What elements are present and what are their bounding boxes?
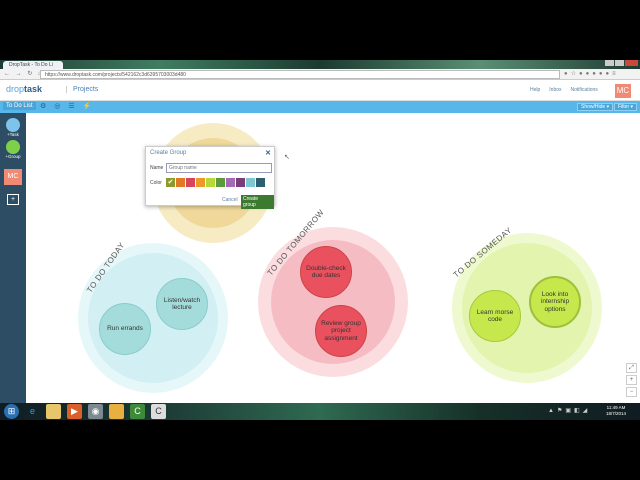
add-task-label: +Task — [7, 132, 19, 137]
color-swatch[interactable] — [226, 178, 235, 187]
color-swatch[interactable] — [246, 178, 255, 187]
close-icon[interactable]: ✕ — [265, 150, 271, 157]
color-swatch[interactable] — [256, 178, 265, 187]
sidebar-avatar[interactable]: MC — [4, 169, 22, 185]
explorer-icon[interactable] — [46, 404, 61, 419]
canvas: TO DO TODAY Listen/watch lecture Run err… — [26, 113, 640, 403]
taskbar-apps: ⊞ e ▶ ◉ C C — [4, 404, 166, 419]
add-user-icon[interactable]: + — [7, 194, 19, 205]
url-input[interactable]: https://www.droptask.com/projects/542162… — [40, 70, 560, 79]
add-group-label: +Group — [5, 154, 21, 159]
notifications-link[interactable]: Notifications — [570, 87, 598, 93]
browser-tab-bar — [0, 60, 640, 69]
camtasia-icon[interactable]: C — [130, 404, 145, 419]
system-tray[interactable]: ▲⚑▣◧◢ — [548, 408, 591, 414]
list-view-icon[interactable]: ☰ — [68, 103, 75, 110]
zoom-in-icon[interactable]: + — [626, 375, 637, 385]
show-hide-button[interactable]: Show/Hide ▾ — [577, 103, 614, 111]
nav-icons[interactable]: ← → ↻ ⌂ — [4, 71, 44, 77]
chrome-icon[interactable]: ◉ — [88, 404, 103, 419]
project-toolbar — [0, 101, 640, 113]
minimize-button[interactable] — [605, 60, 614, 66]
activity-icon[interactable]: ⚡ — [82, 103, 92, 110]
color-swatch[interactable] — [186, 178, 195, 187]
color-swatches: ✔ — [166, 178, 265, 187]
header-links: Help Inbox Notifications — [530, 87, 598, 93]
dialog-title: Create Group — [150, 150, 187, 156]
task-bubble[interactable]: Run errands — [99, 303, 151, 355]
media-player-icon[interactable]: ▶ — [67, 404, 82, 419]
user-avatar[interactable]: MC — [615, 84, 631, 98]
camtasia-recorder-icon[interactable]: C — [151, 404, 166, 419]
cancel-button[interactable]: Cancel — [222, 197, 238, 203]
app-icon[interactable] — [109, 404, 124, 419]
add-group-button[interactable] — [6, 140, 20, 154]
view-icons: ⚙ ◎ ☰ ⚡ — [40, 102, 91, 110]
zoom-controls: ⤢ + − — [626, 363, 637, 397]
color-swatch[interactable] — [176, 178, 185, 187]
clock-time: 11:49 AM — [606, 405, 626, 410]
task-bubble[interactable]: Review group project assignment — [315, 305, 367, 357]
project-name[interactable]: To Do List — [3, 102, 36, 110]
logo-text-b: task — [24, 84, 43, 94]
fullscreen-icon[interactable]: ⤢ — [626, 363, 637, 373]
maximize-button[interactable] — [615, 60, 624, 66]
bubble-view-icon[interactable]: ◎ — [54, 103, 61, 110]
filter-button[interactable]: Filter ▾ — [614, 103, 638, 111]
color-swatch[interactable]: ✔ — [166, 178, 175, 187]
add-task-button[interactable] — [6, 118, 20, 132]
droptask-logo[interactable]: droptask — [6, 84, 42, 94]
color-swatch[interactable] — [236, 178, 245, 187]
clock-date: 18/7/2014 — [606, 411, 627, 416]
help-link[interactable]: Help — [530, 87, 541, 93]
ie-icon[interactable]: e — [29, 406, 35, 416]
color-swatch[interactable] — [216, 178, 225, 187]
logo-text-a: drop — [6, 84, 25, 94]
mouse-cursor: ↖ — [284, 154, 290, 161]
app-header — [0, 80, 640, 101]
projects-link[interactable]: Projects — [66, 86, 98, 93]
extension-icons[interactable]: ●☆●●●●●≡ — [564, 71, 619, 77]
create-group-button[interactable]: Create group — [241, 195, 274, 209]
task-bubble[interactable]: Learn morse code — [469, 290, 521, 342]
task-bubble[interactable]: Look into internship options — [529, 276, 581, 328]
window-controls — [605, 60, 638, 66]
color-swatch[interactable] — [196, 178, 205, 187]
inbox-link[interactable]: Inbox — [549, 87, 562, 93]
settings-icon[interactable]: ⚙ — [40, 103, 47, 110]
color-swatch[interactable] — [206, 178, 215, 187]
color-label: Color — [150, 180, 162, 186]
close-window-button[interactable] — [625, 60, 638, 66]
start-button[interactable]: ⊞ — [4, 404, 19, 419]
zoom-out-icon[interactable]: − — [626, 387, 637, 397]
task-bubble[interactable]: Listen/watch lecture — [156, 278, 208, 330]
sidebar — [0, 113, 26, 403]
task-bubble[interactable]: Double-check due dates — [300, 246, 352, 298]
create-group-dialog: Create Group ✕ Name Color ✔ Cancel Creat… — [145, 146, 275, 209]
browser-tab[interactable]: DropTask - To Do Li — [3, 61, 63, 69]
group-name-input[interactable] — [166, 163, 272, 173]
name-label: Name — [150, 165, 164, 171]
